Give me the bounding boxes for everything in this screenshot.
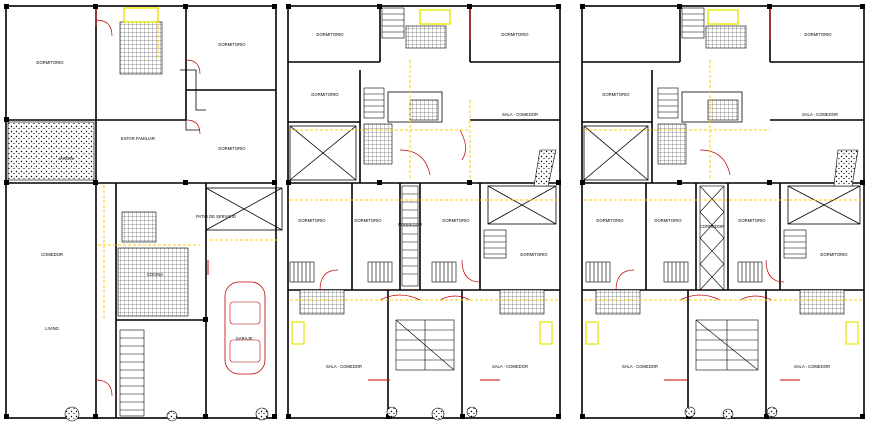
room-label: CORREDOR	[398, 222, 422, 227]
outer-wall	[5, 5, 277, 419]
bathroom-tiles	[363, 123, 393, 165]
room-label: DORMITORIO	[596, 218, 624, 223]
staircase	[695, 319, 759, 371]
room-label: SALA - COMEDOR	[326, 364, 362, 369]
room-label: DORMITORIO	[501, 32, 529, 37]
room-label: LIVING	[45, 326, 59, 331]
bathtub	[123, 7, 159, 23]
room-label: SALA - COMEDOR	[622, 364, 658, 369]
light-well	[289, 125, 357, 181]
room-label: DORMITORIO	[218, 42, 246, 47]
room-label: DORMITORIO	[36, 60, 64, 65]
room-label: SALA - COMEDOR	[502, 112, 538, 117]
room-label: SALA - COMEDOR	[492, 364, 528, 369]
bathroom-tiles	[657, 123, 687, 165]
light-well	[487, 185, 557, 225]
light-well	[787, 185, 861, 225]
plan-ground-floor: DORMITORIO DORMITORIO DORMITORIO ESTAR F…	[4, 4, 283, 422]
room-label: COMEDOR	[41, 252, 63, 257]
light-well	[583, 125, 649, 181]
room-label: SALA - COMEDOR	[794, 364, 830, 369]
bathtub	[419, 9, 451, 25]
jardin-area	[7, 121, 95, 181]
room-label: DORMITORIO	[602, 92, 630, 97]
plan-typical-floor-1: DORMITORIO DORMITORIO DORMITORIO DORMITO…	[286, 4, 561, 421]
room-label: DORMITORIO	[520, 252, 548, 257]
room-label: DORMITORIO	[354, 218, 382, 223]
room-label: DORMITORIO	[820, 252, 848, 257]
plan-typical-floor-2: DORMITORIO DORMITORIO SALA - COMEDOR DOR…	[580, 4, 865, 420]
bathtub	[707, 9, 739, 25]
bathroom-tiles	[119, 21, 163, 75]
room-label: DORMITORIO	[804, 32, 832, 37]
car-icon	[224, 281, 266, 375]
room-label: SALA - COMEDOR	[802, 112, 838, 117]
room-label: DORMITORIO	[442, 218, 470, 223]
outer-wall	[581, 5, 865, 419]
room-label: COCINA	[147, 272, 163, 277]
room-label: DORMITORIO	[316, 32, 344, 37]
room-label: DORMITORIO	[311, 92, 339, 97]
room-label: DORMITORIO	[738, 218, 766, 223]
outer-wall	[287, 5, 561, 419]
staircase	[401, 185, 419, 287]
room-label: ESTAR FAMILIAR	[121, 136, 155, 141]
staircase	[119, 329, 145, 417]
room-label: CORREDOR	[700, 224, 724, 229]
staircase	[395, 319, 455, 371]
room-label: DORMITORIO	[218, 146, 246, 151]
staircase	[699, 185, 725, 291]
room-label: JARDIN	[58, 156, 73, 161]
room-label: DORMITORIO	[298, 218, 326, 223]
room-label: GARAJE	[236, 336, 253, 341]
room-label: DORMITORIO	[654, 218, 682, 223]
kitchen-tiles	[117, 247, 189, 317]
room-label: PATIO DE SERVICIO	[196, 214, 237, 219]
